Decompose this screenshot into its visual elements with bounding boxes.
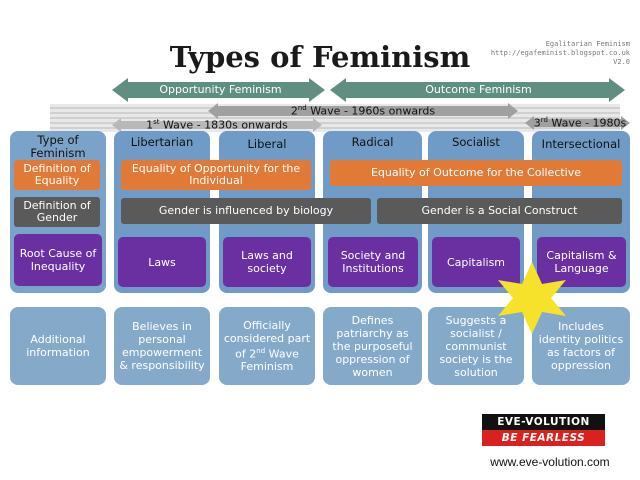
wave1-label: 1st Wave - 1830s onwards: [146, 118, 288, 132]
logo-bottom-text: BE FEARLESS: [482, 430, 605, 446]
root-cause-socialist: Capitalism: [432, 237, 520, 287]
wave3-label: 3rd Wave - 1980s: [533, 116, 627, 130]
info-intersectional: Includes identity politics as factors of…: [532, 307, 630, 385]
equality-opportunity: Equality of Opportunity for the Individu…: [121, 160, 311, 190]
source-line-1: Egalitarian Feminism: [545, 40, 630, 48]
wave1-arrow: [112, 118, 322, 132]
row-label-gender: Definition of Gender: [14, 197, 100, 227]
wave2-arrow: [208, 103, 518, 119]
wave3-arrow: [525, 116, 630, 130]
gender-biology: Gender is influenced by biology: [121, 198, 371, 224]
source-credit: Egalitarian Feminism http://egafeminist.…: [450, 40, 630, 67]
source-line-3: V2.0: [613, 58, 630, 66]
outcome-arrow-label: Outcome Feminism: [425, 83, 532, 96]
opportunity-arrow-shape: [112, 78, 325, 102]
page-title: Types of Feminism: [169, 40, 471, 74]
header-socialist: Socialist: [452, 135, 500, 149]
info-socialist: Suggests a socialist / communist society…: [428, 307, 524, 385]
row-label-root-cause: Root Cause of Inequality: [14, 234, 102, 286]
root-cause-libertarian: Laws: [118, 237, 206, 287]
scope-arrows: [112, 78, 625, 102]
info-liberal: Officially considered part of 2nd Wave F…: [219, 307, 315, 385]
header-intersectional: Intersectional: [541, 137, 621, 151]
opportunity-arrow-label: Opportunity Feminism: [159, 83, 282, 96]
header-liberal: Liberal: [247, 137, 287, 151]
eve-volution-logo: EVE-VOLUTION BE FEARLESS: [482, 414, 605, 446]
info-libertarian: Believes in personal empowerment & respo…: [114, 307, 210, 385]
header-radical: Radical: [351, 135, 394, 149]
root-cause-intersectional: Capitalism & Language: [537, 237, 626, 287]
header-type: Type of Feminism: [30, 133, 86, 160]
row-label-equality: Definition of Equality: [14, 160, 100, 190]
header-libertarian: Libertarian: [130, 135, 194, 149]
root-cause-liberal: Laws and society: [223, 237, 311, 287]
gender-social: Gender is a Social Construct: [377, 198, 622, 224]
website-url: www.eve-volution.com: [490, 455, 610, 469]
logo-top-text: EVE-VOLUTION: [482, 414, 605, 430]
source-line-2: http://egafeminist.blogspot.co.uk: [490, 49, 630, 57]
wave2-label: 2nd Wave - 1960s onwards: [290, 104, 436, 118]
info-radical: Defines patriarchy as the purposeful opp…: [323, 307, 422, 385]
row-label-info: Additional information: [10, 307, 106, 385]
star-icon: [498, 262, 566, 334]
outcome-arrow-shape: [330, 78, 625, 102]
equality-outcome: Equality of Outcome for the Collective: [330, 160, 622, 186]
root-cause-radical: Society and Institutions: [328, 237, 418, 287]
